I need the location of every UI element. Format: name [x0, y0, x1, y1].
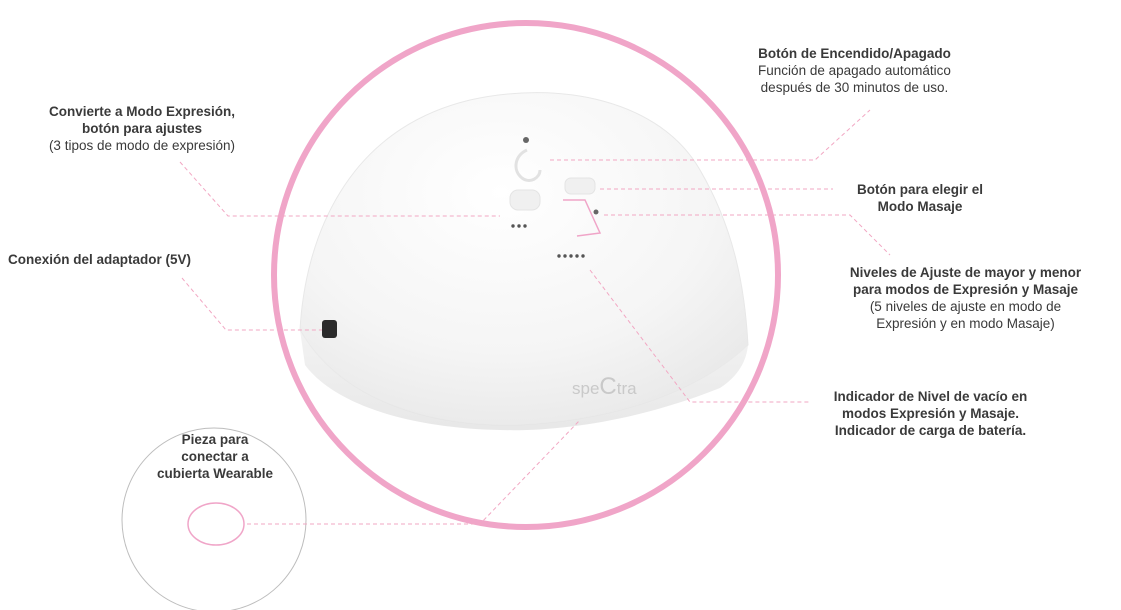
power-button[interactable]	[514, 148, 542, 182]
callout-wearable-line3: cubierta Wearable	[156, 466, 274, 481]
callout-wearable-line2: conectar a	[181, 449, 249, 464]
callout-massage: Botón para elegir el Modo Masaje	[840, 181, 1000, 215]
callout-levels-note1: (5 niveles de ajuste en modo de	[869, 299, 1062, 314]
callout-power-line3: después de 30 minutos de uso.	[760, 80, 949, 95]
callout-levels-title2: para modos de Expresión y Masaje	[852, 282, 1079, 297]
callout-massage-line1: Botón para elegir el	[856, 182, 984, 197]
callout-vacuum-line3: Indicador de carga de batería.	[834, 423, 1027, 438]
leader-expression	[179, 161, 500, 217]
callout-vacuum: Indicador de Nivel de vacío en modos Exp…	[808, 388, 1053, 439]
callout-levels-note2: Expresión y en modo Masaje)	[876, 316, 1055, 331]
adapter-port	[322, 320, 337, 338]
massage-mode-button[interactable]	[564, 177, 596, 195]
leader-vacuum	[589, 269, 810, 403]
power-indicator-dot	[523, 137, 529, 143]
wearable-connector-ring	[187, 502, 245, 546]
leader-levels	[604, 214, 891, 256]
leader-wearable	[247, 419, 581, 525]
wearable-part-circle	[121, 427, 307, 610]
callout-power-title: Botón de Encendido/Apagado	[758, 46, 951, 61]
callout-expression-note: (3 tipos de modo de expresión)	[48, 138, 236, 153]
vacuum-level-dots	[557, 254, 585, 258]
leader-adapter	[181, 277, 322, 331]
callout-adapter-title: Conexión del adaptador (5V)	[8, 252, 192, 267]
expression-mode-button[interactable]	[509, 189, 541, 211]
callout-levels: Niveles de Ajuste de mayor y menor para …	[818, 264, 1113, 332]
callout-power-line2: Función de apagado automático	[758, 63, 951, 78]
massage-indicator-dot	[593, 209, 599, 215]
callout-expression-title1: Convierte a Modo Expresión,	[48, 104, 236, 119]
callout-wearable: Pieza para conectar a cubierta Wearable	[140, 431, 290, 482]
callout-vacuum-line1: Indicador de Nivel de vacío en	[833, 389, 1028, 404]
callout-expression: Convierte a Modo Expresión, botón para a…	[8, 103, 276, 154]
brand-logo: speCtra	[572, 373, 637, 400]
callout-vacuum-line2: modos Expresión y Masaje.	[841, 406, 1020, 421]
callout-power: Botón de Encendido/Apagado Función de ap…	[752, 45, 957, 96]
callout-expression-title2: botón para ajustes	[81, 121, 203, 136]
expression-level-dots	[511, 224, 527, 228]
callout-adapter: Conexión del adaptador (5V)	[8, 251, 191, 268]
device-dome	[299, 92, 749, 426]
callout-levels-title1: Niveles de Ajuste de mayor y menor	[849, 265, 1082, 280]
callout-wearable-line1: Pieza para	[181, 432, 249, 447]
massage-highlight	[563, 199, 602, 237]
callout-massage-line2: Modo Masaje	[877, 199, 963, 214]
pump-device: speCtra	[299, 92, 749, 431]
leader-lines	[179, 109, 891, 525]
highlight-ring	[271, 20, 781, 530]
